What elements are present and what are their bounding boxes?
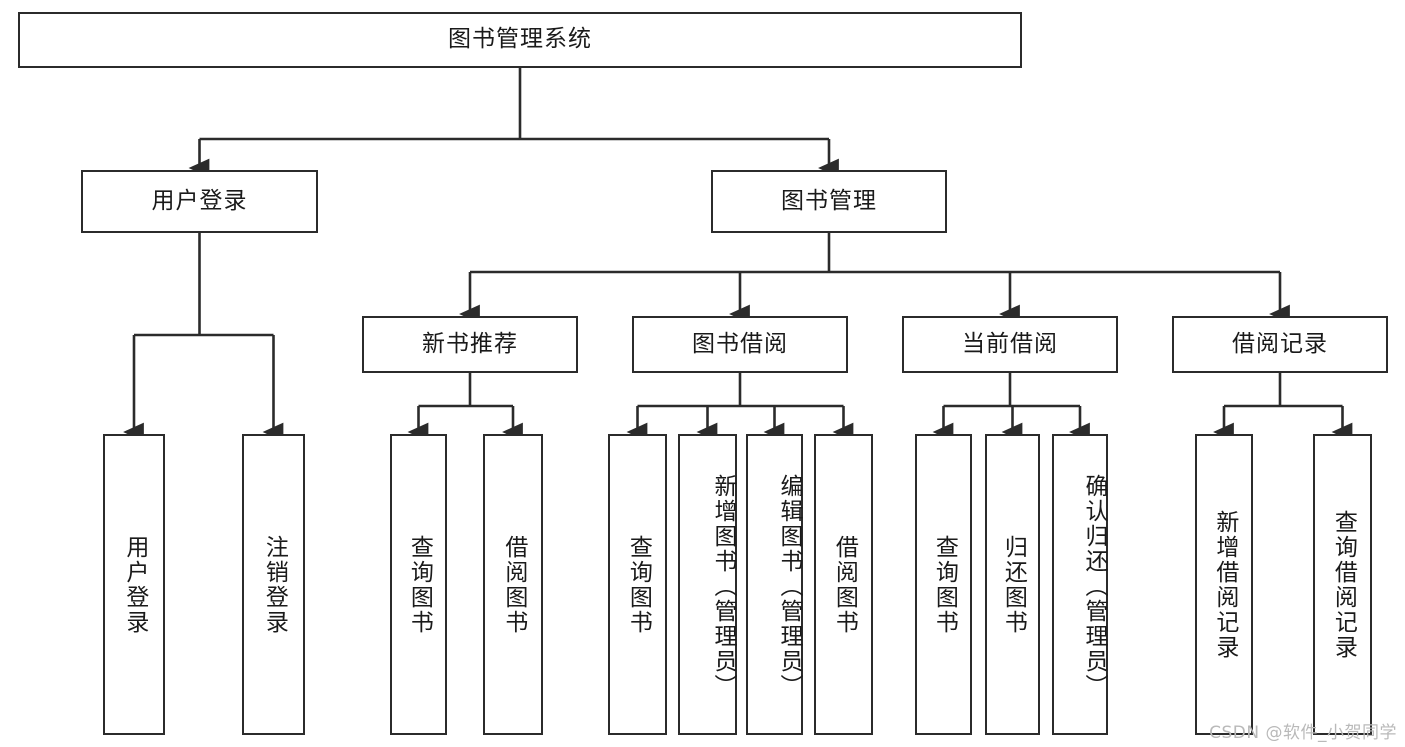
node-bookmgmt[interactable]: 图书管理 — [711, 170, 947, 233]
node-cu-query[interactable]: 查询图书 — [915, 434, 972, 735]
node-label: 查询借阅记录 — [1330, 509, 1357, 660]
node-label: 用户登录 — [151, 187, 248, 214]
node-label: 图书借阅 — [692, 330, 788, 357]
node-root[interactable]: 图书管理系统 — [18, 12, 1022, 68]
node-bw-lend[interactable]: 借阅图书 — [814, 434, 873, 735]
node-label: 新增借阅记录 — [1211, 509, 1238, 660]
node-bw-query[interactable]: 查询图书 — [608, 434, 667, 735]
node-label: 归还图书 — [1000, 534, 1027, 635]
node-label: 查询图书 — [625, 534, 652, 635]
node-label: 查询图书 — [406, 534, 433, 635]
node-label: 查询图书 — [931, 534, 958, 635]
node-label: 用户登录 — [121, 534, 148, 635]
node-nb-query[interactable]: 查询图书 — [390, 434, 447, 735]
node-label: 图书管理 — [781, 187, 877, 214]
node-label: 借阅记录 — [1232, 330, 1328, 357]
node-label: 当前借阅 — [962, 330, 1058, 357]
node-login-in[interactable]: 用户登录 — [103, 434, 165, 735]
node-bw-edit[interactable]: 编辑图书（管理员） — [746, 434, 803, 735]
node-rc-query[interactable]: 查询借阅记录 — [1313, 434, 1372, 735]
node-label: 借阅图书 — [831, 534, 858, 635]
node-label: 编辑图书（管理员） — [776, 474, 802, 699]
node-records[interactable]: 借阅记录 — [1172, 316, 1388, 373]
node-label: 借阅图书 — [500, 534, 527, 635]
node-rc-add[interactable]: 新增借阅记录 — [1195, 434, 1253, 735]
node-newbook[interactable]: 新书推荐 — [362, 316, 578, 373]
node-borrow[interactable]: 图书借阅 — [632, 316, 848, 373]
node-login[interactable]: 用户登录 — [81, 170, 318, 233]
node-cu-return[interactable]: 归还图书 — [985, 434, 1040, 735]
node-current[interactable]: 当前借阅 — [902, 316, 1118, 373]
connector-lines — [123, 68, 1353, 442]
node-nb-borrow[interactable]: 借阅图书 — [483, 434, 543, 735]
node-login-out[interactable]: 注销登录 — [242, 434, 305, 735]
node-label: 确认归还（管理员） — [1081, 474, 1107, 699]
node-label: 新书推荐 — [422, 330, 518, 357]
node-cu-confirm[interactable]: 确认归还（管理员） — [1052, 434, 1108, 735]
node-label: 注销登录 — [261, 534, 288, 635]
node-label: 图书管理系统 — [448, 26, 592, 53]
node-bw-add[interactable]: 新增图书（管理员） — [678, 434, 737, 735]
node-label: 新增图书（管理员） — [710, 474, 736, 699]
